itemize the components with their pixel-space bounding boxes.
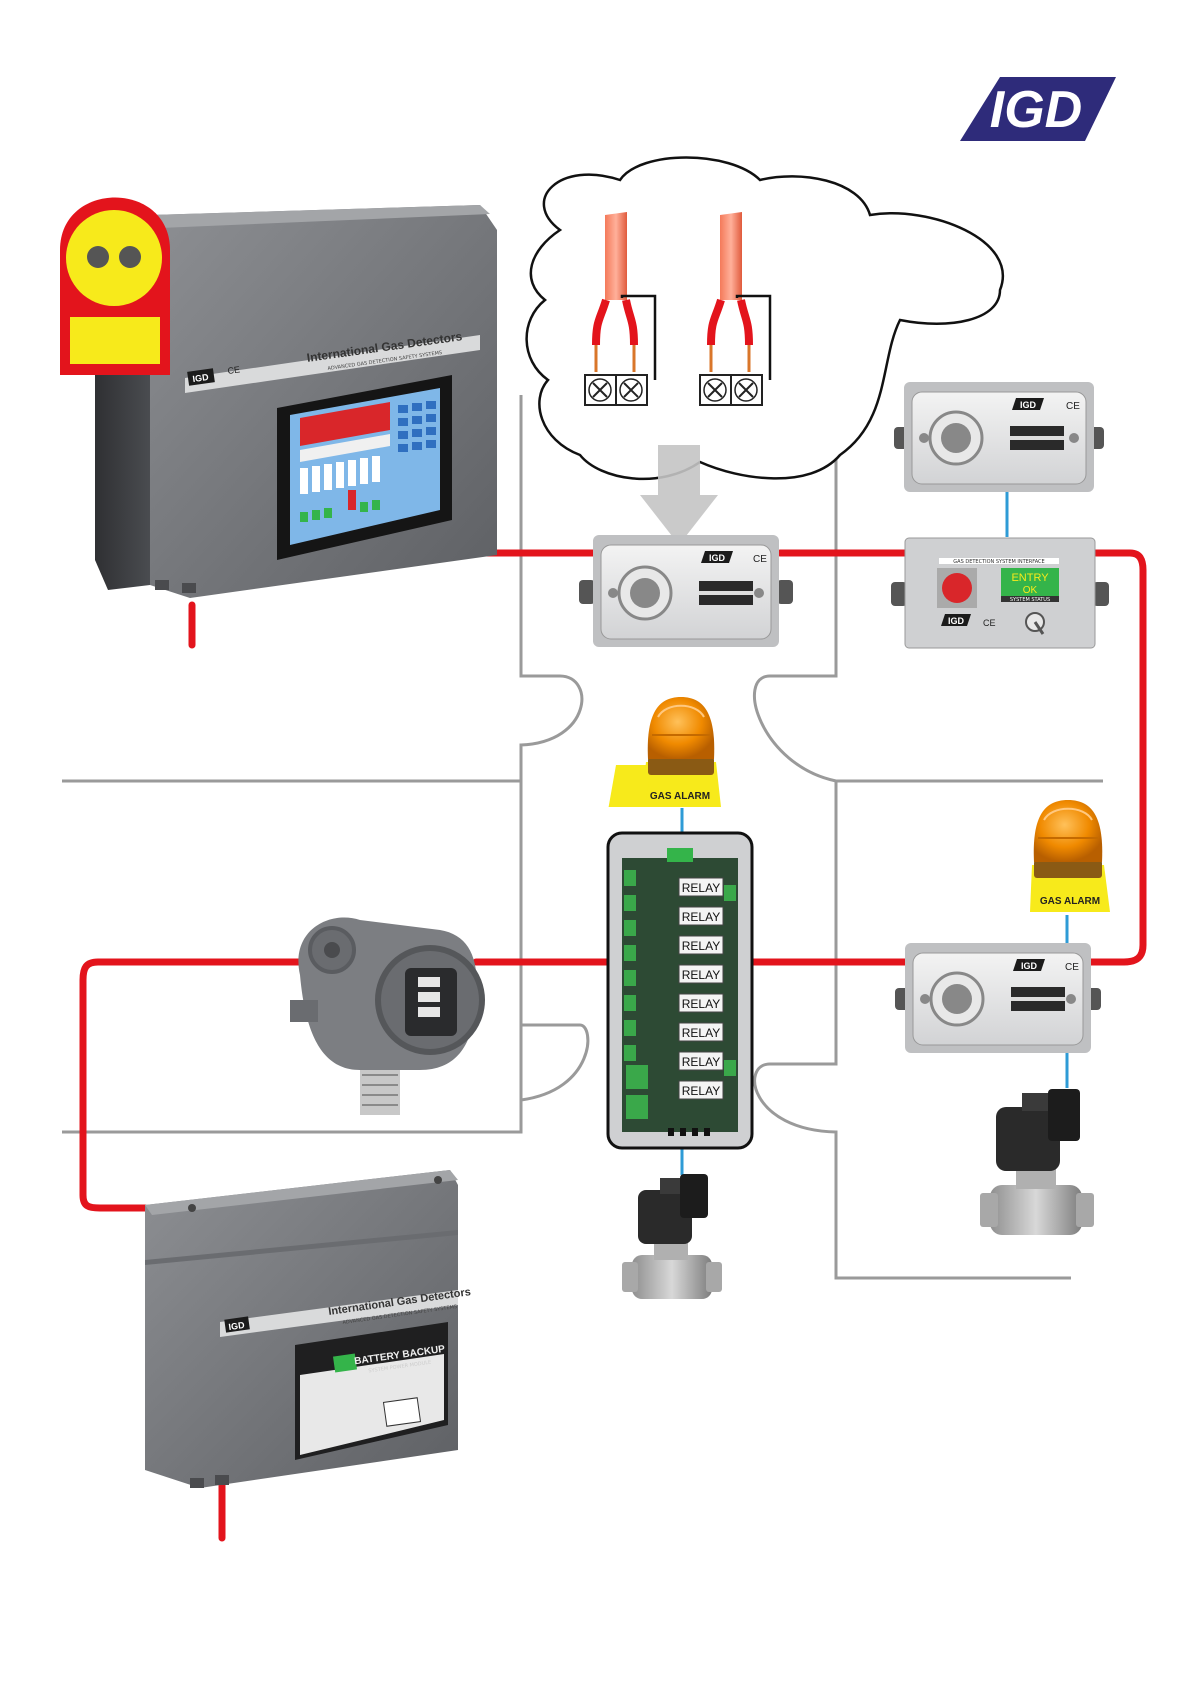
- zone-line-right-lower: [753, 781, 1071, 1280]
- zone-line-right: [753, 395, 1103, 783]
- beacon-label: GAS ALARM: [1040, 896, 1100, 907]
- relay-stack: RELAY RELAY RELAY RELAY RELAY RELAY RELA…: [678, 877, 724, 1100]
- zone-boundaries: [62, 395, 1103, 1280]
- solenoid-valve-right: [980, 1089, 1094, 1235]
- cable-right: [699, 212, 772, 406]
- module-igd-badge: IGD: [1021, 961, 1038, 971]
- zone-line-left: [62, 395, 584, 1134]
- bus-wire-entry-to-lower-module: [1086, 549, 1147, 966]
- solenoid-valve-center: [622, 1174, 722, 1299]
- detail-arrow-icon: [640, 445, 718, 545]
- module-igd-badge: IGD: [709, 553, 726, 563]
- igd-logo: IGD: [960, 77, 1116, 141]
- panel-igd-badge-bg: [187, 368, 215, 386]
- relay-board: RELAY RELAY RELAY RELAY RELAY RELAY RELA…: [606, 831, 754, 1150]
- badge-right-dot: [119, 246, 141, 268]
- status-line-2: OK: [1023, 585, 1038, 596]
- battery-backup-unit: International Gas Detectors ADVANCED GAS…: [145, 1170, 472, 1488]
- logo-text: IGD: [990, 81, 1082, 139]
- status-line-1: ENTRY: [1011, 572, 1049, 584]
- entry-igd-badge: IGD: [948, 616, 965, 626]
- entry-status-panel: GAS DETECTION SYSTEM INTERFACE ENTRY OK …: [891, 537, 1109, 649]
- badge-left-dot: [87, 246, 109, 268]
- bus-wire-detector-to-battery: [79, 958, 309, 1212]
- beacon-label: GAS ALARM: [650, 791, 710, 802]
- field-module-center: IGD CE: [579, 535, 793, 647]
- alarm-beacon-right: GAS ALARM: [1030, 800, 1110, 912]
- relay-label: RELAY: [682, 1026, 720, 1040]
- gas-detector-sensor: [290, 917, 485, 1115]
- status-caption: SYSTEM STATUS: [1010, 597, 1050, 603]
- link-wiring: [680, 490, 1069, 1175]
- terminal-column: [624, 870, 736, 1119]
- safety-badge: [60, 197, 170, 375]
- relay-label: RELAY: [682, 1084, 720, 1098]
- panel-igd-badge: IGD: [192, 372, 210, 384]
- status-display: [1001, 568, 1059, 596]
- field-module-right-lower: IGD CE: [895, 943, 1101, 1053]
- battery-display: [300, 1354, 444, 1455]
- module-ce-mark: CE: [753, 554, 767, 565]
- module-ce-mark: CE: [1065, 962, 1079, 973]
- relay-label: RELAY: [682, 1055, 720, 1069]
- emergency-stop-button[interactable]: [942, 573, 972, 603]
- field-module-top-right: IGD CE: [894, 382, 1104, 492]
- main-control-panel: International Gas Detectors ADVANCED GAS…: [95, 205, 497, 598]
- relay-label: RELAY: [682, 910, 720, 924]
- module-ce-mark: CE: [1066, 401, 1080, 412]
- battery-igd-badge: IGD: [228, 1320, 246, 1332]
- battery-status-led: [332, 1353, 358, 1373]
- alarm-beacon-center: GAS ALARM: [608, 697, 721, 807]
- panel-ce-mark: CE: [227, 364, 241, 376]
- relay-label: RELAY: [682, 939, 720, 953]
- cable-detail-cloud: [525, 156, 1004, 545]
- bus-wiring: [79, 521, 1147, 1542]
- relay-label: RELAY: [682, 997, 720, 1011]
- cable-left: [584, 212, 657, 406]
- module-igd-badge: IGD: [1020, 400, 1037, 410]
- relay-label: RELAY: [682, 968, 720, 982]
- zone-line-left-lower: [520, 1023, 590, 1102]
- entry-ce-mark: CE: [983, 618, 996, 628]
- panel-touchscreen[interactable]: [290, 388, 440, 545]
- entry-panel-header: GAS DETECTION SYSTEM INTERFACE: [953, 559, 1044, 565]
- relay-label: RELAY: [682, 881, 720, 895]
